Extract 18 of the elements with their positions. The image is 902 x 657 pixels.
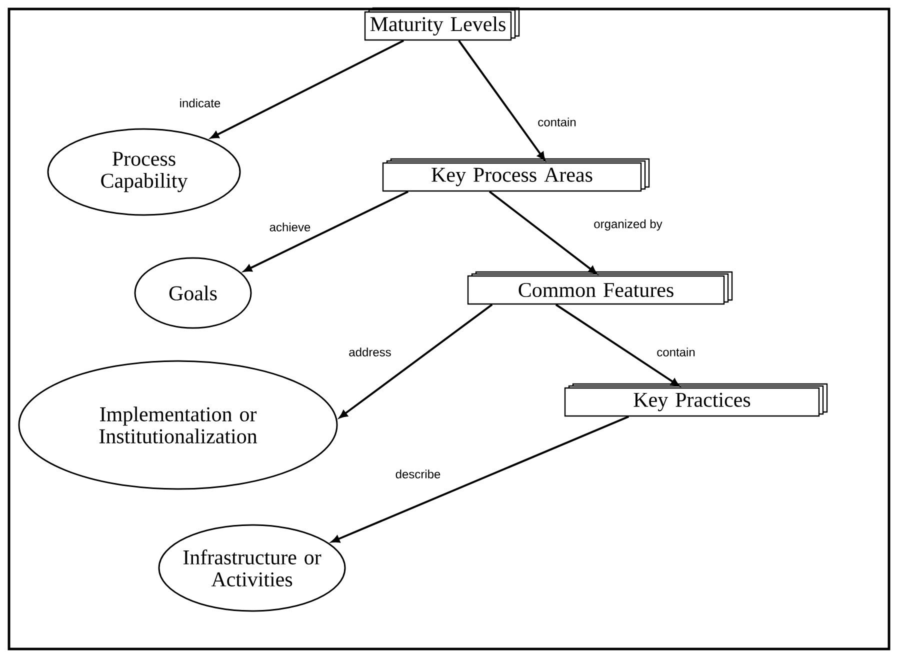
stacked-box: Key Practices	[564, 383, 828, 417]
arrow	[210, 40, 404, 139]
arrow	[555, 304, 680, 386]
stacked-box: Maturity Levels	[364, 7, 520, 41]
edge-label: contain	[656, 346, 696, 358]
arrow	[458, 40, 546, 160]
edge-label: organized by	[592, 218, 664, 232]
edge-label: contain	[536, 116, 578, 128]
stacked-box: Key Process Areas	[382, 158, 650, 192]
stacked-box: Common Features	[467, 271, 733, 305]
arrow	[339, 304, 493, 418]
arrow	[488, 190, 597, 274]
edge-label: describe	[394, 468, 442, 480]
edge-label: address	[348, 346, 392, 358]
arrow	[244, 190, 409, 272]
arrow	[331, 416, 630, 543]
edge-label: indicate	[178, 98, 222, 108]
edge-label: achieve	[268, 222, 312, 232]
